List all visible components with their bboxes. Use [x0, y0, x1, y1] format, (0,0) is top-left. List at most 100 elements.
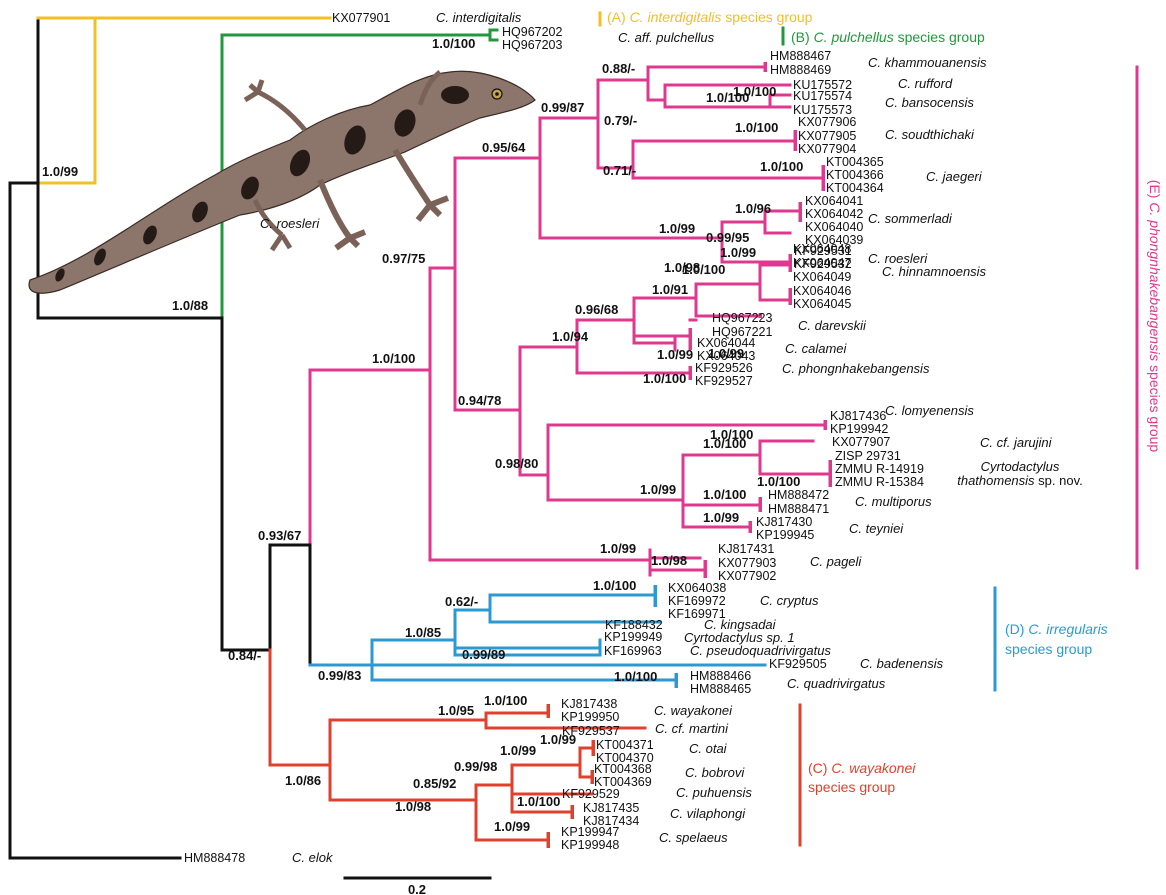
- accession-label: KP199950: [561, 710, 619, 724]
- support-value: 1.0/91: [652, 282, 688, 297]
- species-label: C. spelaeus: [659, 830, 728, 845]
- support-value: 1.0/99: [659, 221, 695, 236]
- accession-label: HM888467: [770, 49, 831, 63]
- support-value: 1.0/100: [372, 351, 415, 366]
- accession-label: KU175574: [793, 89, 852, 103]
- group-label-a: (A) C. interdigitalis species group: [607, 9, 813, 25]
- accession-label: HQ967202: [502, 25, 563, 39]
- support-value: 1.0/99: [657, 347, 693, 362]
- group-label-d: (D) C. irregularis: [1005, 621, 1108, 637]
- species-label: C. badenensis: [860, 656, 944, 671]
- accession-label: KX064044: [697, 336, 755, 350]
- tip-clade-bar: [789, 288, 793, 305]
- accession-label: KX064041: [805, 194, 863, 208]
- group-label-c: (C) C. wayakonei: [808, 760, 916, 776]
- support-value: 1.0/99: [42, 164, 78, 179]
- support-value: 1.0/98: [395, 799, 431, 814]
- accession-label: KX064047: [793, 256, 851, 270]
- species-label: C. pageli: [810, 554, 862, 569]
- support-value: 1.0/100: [735, 120, 778, 135]
- support-value: 1.0/96: [735, 201, 771, 216]
- species-label: C. puhuensis: [676, 785, 752, 800]
- support-value: 1.0/100: [643, 371, 686, 386]
- species-label: C. multiporus: [855, 494, 932, 509]
- accession-label: KX064049: [793, 270, 851, 284]
- tip-clade-bar: [675, 673, 679, 688]
- tip-clade-bar: [759, 497, 763, 512]
- accession-label: KJ817430: [756, 515, 812, 529]
- support-value: 0.79/-: [604, 113, 637, 128]
- tip-clade-bar: [822, 165, 826, 191]
- accession-label: KP199948: [561, 838, 619, 852]
- accession-label: HM888465: [690, 682, 751, 696]
- support-value: 0.95/64: [482, 140, 526, 155]
- species-label: C. jaegeri: [926, 169, 983, 184]
- accession-label: KX077901: [332, 11, 390, 25]
- support-value: 0.99/98: [454, 759, 497, 774]
- accession-label: ZISP 29731: [835, 449, 901, 463]
- accession-label: HM888466: [690, 669, 751, 683]
- group-label-d-suffix: species group: [1005, 641, 1092, 657]
- species-label: C. rufford: [898, 76, 953, 91]
- support-value: 1.0/99: [703, 510, 739, 525]
- support-value: 1.0/100: [517, 794, 560, 809]
- group-label-e: (E) C. phongnhakebangensis species group: [1147, 180, 1163, 453]
- accession-label: KX077907: [832, 435, 890, 449]
- species-label: C. lomyenensis: [885, 403, 974, 418]
- accession-label: HM888472: [768, 488, 829, 502]
- accession-label: KX064046: [793, 284, 851, 298]
- accession-label: KX064048: [793, 242, 851, 256]
- support-value: 1.0/99: [720, 245, 756, 260]
- support-value: 0.94/78: [458, 393, 501, 408]
- support-value: 0.62/-: [445, 594, 478, 609]
- accession-label: KF929526: [695, 361, 753, 375]
- tip-clade-bar: [592, 740, 596, 756]
- species-label: C. khammouanensis: [868, 55, 987, 70]
- species-label: C. cryptus: [760, 593, 819, 608]
- species-label: C. teyniei: [849, 521, 904, 536]
- support-value: 0.96/68: [575, 302, 618, 317]
- species-label: C. wayakonei: [654, 703, 733, 718]
- support-value: 1.0/100: [760, 159, 803, 174]
- support-value: 1.0/99: [640, 482, 676, 497]
- support-value: 0.71/-: [603, 163, 636, 178]
- accession-label: KT004371: [596, 738, 654, 752]
- support-value: 0.98/80: [495, 456, 538, 471]
- tip-clade-bar: [704, 560, 708, 578]
- accession-label: KP199949: [604, 630, 662, 644]
- accession-label: KF929527: [695, 374, 753, 388]
- accession-label: KT004366: [826, 168, 884, 182]
- tip-clade-bar: [547, 832, 551, 848]
- tip-clade-bar: [789, 254, 793, 272]
- accession-label: KJ817438: [561, 697, 617, 711]
- support-value: 1.0/100: [484, 693, 527, 708]
- support-value: 1.0/100: [733, 84, 776, 99]
- tip-clade-bar: [794, 130, 798, 151]
- accession-label: KX077903: [718, 556, 776, 570]
- accession-label: ZMMU R-14919: [835, 462, 924, 476]
- accession-label: KX077902: [718, 569, 776, 583]
- species-label: C. cf. jarujini: [980, 435, 1053, 450]
- species-label: C. sommerladi: [868, 211, 953, 226]
- support-value: 1.0/100: [703, 487, 746, 502]
- accession-label: KJ817435: [583, 801, 639, 815]
- accession-label: KX064042: [805, 207, 863, 221]
- accession-label: KF929505: [769, 657, 827, 671]
- species-label: thathomensis sp. nov.: [957, 473, 1083, 488]
- accession-label: ZMMU R-15384: [835, 475, 924, 489]
- support-value: 0.99/87: [541, 100, 584, 115]
- species-label: C. hinnamnoensis: [882, 264, 987, 279]
- species-label: C. soudthichaki: [885, 127, 975, 142]
- species-label: C. bobrovi: [685, 765, 745, 780]
- photo-caption: C. roesleri: [260, 216, 320, 231]
- tip-clade-bar: [749, 521, 753, 533]
- tip-clade-bar: [824, 420, 828, 430]
- support-value: 1.0/98: [651, 553, 687, 568]
- tip-clade-bar: [829, 460, 833, 487]
- species-label: C. elok: [292, 850, 334, 865]
- support-value: 1.0/85: [405, 625, 441, 640]
- accession-label: KX077906: [798, 115, 856, 129]
- species-label: C. bansocensis: [885, 95, 974, 110]
- species-label: C. cf. martini: [655, 721, 729, 736]
- tip-clade-bar: [689, 366, 693, 380]
